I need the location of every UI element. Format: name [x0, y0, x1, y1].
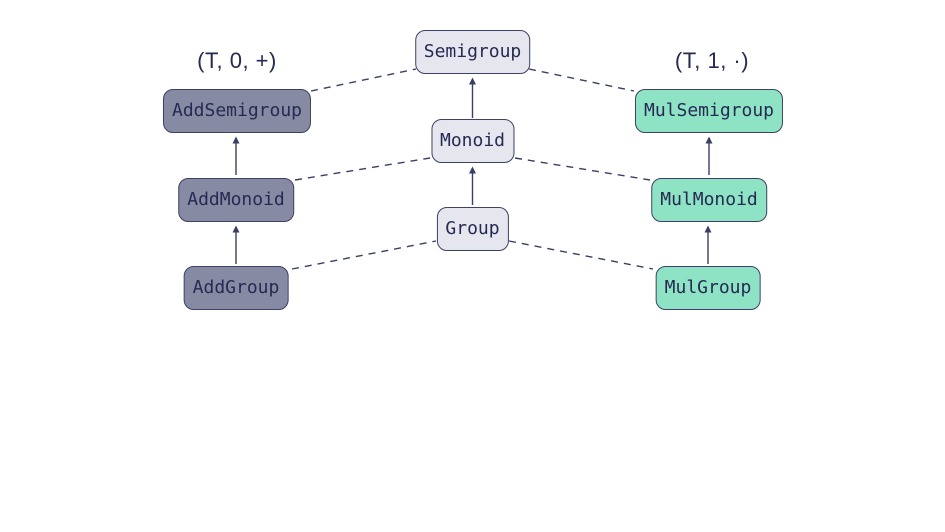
- edge-group-mulgroup: [508, 240, 654, 270]
- edge-semigroup-mulsemigroup: [528, 68, 635, 92]
- edge-addsemigroup-semigroup: [310, 68, 417, 92]
- multiplicative-signature-label: (T, 1, ·): [674, 48, 750, 73]
- node-add-monoid: AddMonoid: [178, 177, 294, 222]
- edge-monoid-mulmonoid: [514, 157, 651, 181]
- node-mul-monoid: MulMonoid: [651, 177, 767, 222]
- node-group: Group: [436, 206, 509, 251]
- node-add-semigroup: AddSemigroup: [162, 88, 312, 133]
- node-mul-semigroup: MulSemigroup: [634, 88, 784, 133]
- edge-addmonoid-monoid: [294, 157, 431, 181]
- node-monoid: Monoid: [430, 119, 515, 163]
- additive-signature-label: (T, 0, +): [197, 48, 277, 73]
- node-mul-group: MulGroup: [655, 266, 761, 310]
- edge-addgroup-group: [291, 240, 437, 270]
- node-semigroup: Semigroup: [414, 29, 531, 74]
- node-add-group: AddGroup: [183, 266, 289, 310]
